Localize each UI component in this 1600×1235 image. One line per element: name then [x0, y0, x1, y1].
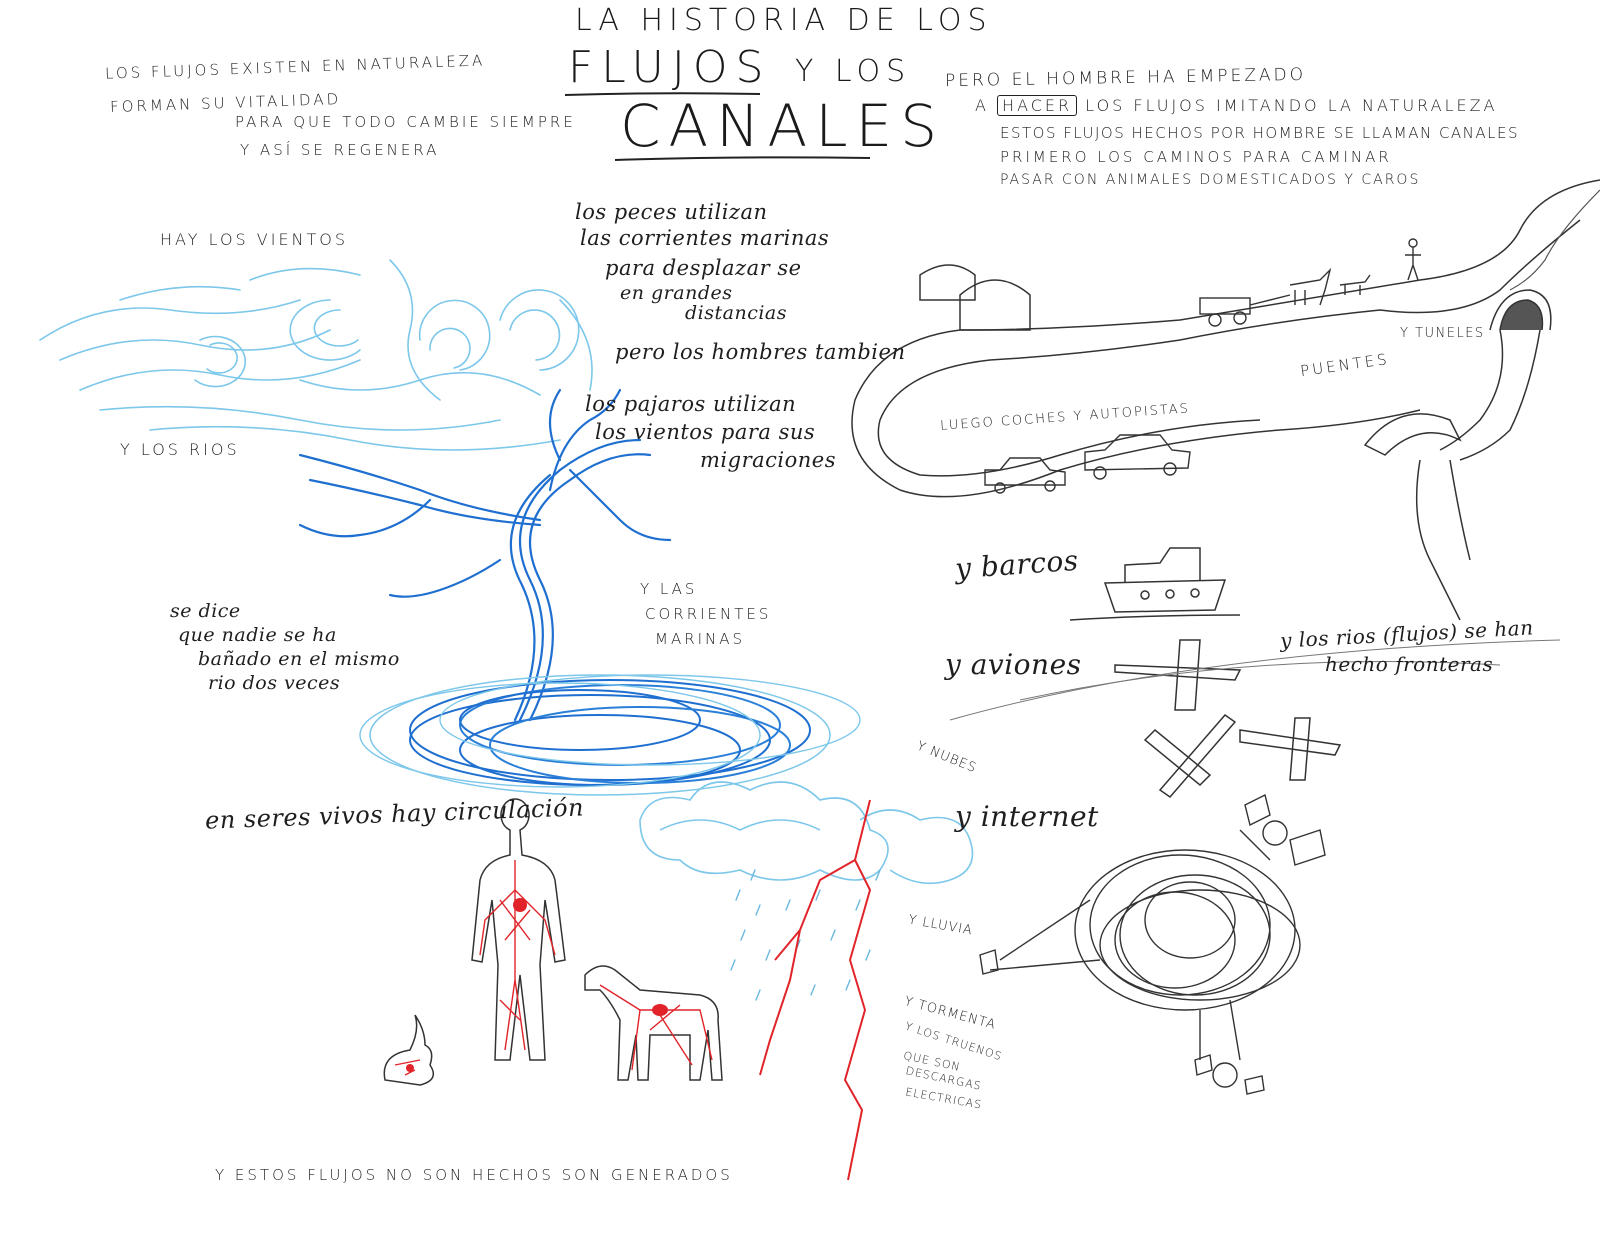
right-intro-line-4: PRIMERO LOS CAMINOS PARA CAMINAR [1000, 148, 1392, 166]
intro-line-3: PARA QUE TODO CAMBIE SIEMPRE [235, 113, 576, 131]
mountain [1509, 189, 1600, 291]
title-y-los: Y LOS [795, 54, 912, 89]
ox-cart [1199, 238, 1421, 327]
cars [984, 434, 1191, 494]
roads [851, 179, 1600, 498]
river-tree [298, 388, 672, 722]
internet-text: y internet [955, 800, 1099, 833]
flight-arcs [949, 639, 1561, 721]
right-intro-rest: LOS FLUJOS IMITANDO LA NATURALEZA [1085, 96, 1498, 115]
label-corrientes-3: MARINAS [655, 630, 746, 648]
title-underline-canales [614, 156, 871, 161]
human-veins [479, 860, 556, 1051]
right-intro-line-3: ESTOS FLUJOS HECHOS POR HOMBRE SE LLAMAN… [1000, 124, 1520, 142]
right-intro-line-2: A HACER LOS FLUJOS IMITANDO LA NATURALEZ… [975, 95, 1498, 116]
peces-line-3: para desplazar se [605, 256, 802, 280]
clouds [639, 781, 974, 885]
peces-line-6: pero los hombres tambien [615, 340, 906, 364]
fronteras-line-2: hecho fronteras [1325, 652, 1494, 676]
internet-scribble [989, 829, 1301, 1061]
peces-line-5: distancias [685, 302, 787, 324]
rio-dice-line-3: bañado en el mismo [198, 648, 400, 670]
right-intro-a: A [975, 96, 989, 115]
title-underline-flujos [564, 92, 761, 96]
aviones-text: y aviones [945, 648, 1082, 681]
sea-scribble [359, 674, 861, 796]
rabbit-veins [394, 1059, 421, 1076]
lightning [759, 799, 871, 1181]
title-flujos: FLUJOS [568, 42, 772, 93]
hacer-box: HACER [997, 95, 1078, 116]
ship [1069, 547, 1241, 621]
huts [919, 264, 1031, 331]
right-intro-line-5: PASAR CON ANIMALES DOMESTICADOS Y CAROS [1000, 172, 1421, 188]
horse-heart [652, 1004, 668, 1016]
horse-veins [599, 984, 713, 1071]
title-line-1: LA HISTORIA DE LOS [575, 3, 993, 38]
peces-line-2: las corrientes marinas [580, 226, 830, 250]
rio-dice-line-2: que nadie se ha [178, 624, 337, 646]
satellites [979, 793, 1326, 1095]
label-vientos: HAY LOS VIENTOS [160, 230, 349, 249]
rain [730, 869, 881, 1001]
tunnel [1439, 289, 1552, 461]
rabbit-heart [406, 1064, 414, 1072]
peces-line-1: los peces utilizan [575, 200, 768, 224]
label-corrientes-1: Y LAS [640, 580, 698, 598]
label-generados: Y ESTOS FLUJOS NO SON HECHOS SON GENERAD… [215, 1166, 733, 1184]
human-figure [471, 798, 566, 1061]
peces-line-4: en grandes [620, 282, 733, 304]
label-tuneles: Y TUNELES [1400, 326, 1485, 341]
label-corrientes-2: CORRIENTES [645, 605, 772, 623]
pajaros-line-2: los vientos para sus [595, 420, 816, 444]
planes [1114, 639, 1342, 799]
wind-swirls [39, 259, 593, 451]
rio-dice-line-4: rio dos veces [208, 672, 341, 694]
pajaros-line-3: migraciones [700, 448, 836, 472]
title-canales: CANALES [620, 92, 946, 160]
heart [513, 898, 527, 912]
pajaros-line-1: los pajaros utilizan [585, 392, 797, 416]
bridge [1363, 413, 1471, 621]
rio-dice-line-1: se dice [170, 600, 241, 622]
horse [584, 965, 723, 1081]
label-rios: Y LOS RIOS [120, 440, 240, 459]
rabbit [383, 1014, 435, 1086]
intro-line-4: Y ASÍ SE REGENERA [240, 141, 440, 159]
